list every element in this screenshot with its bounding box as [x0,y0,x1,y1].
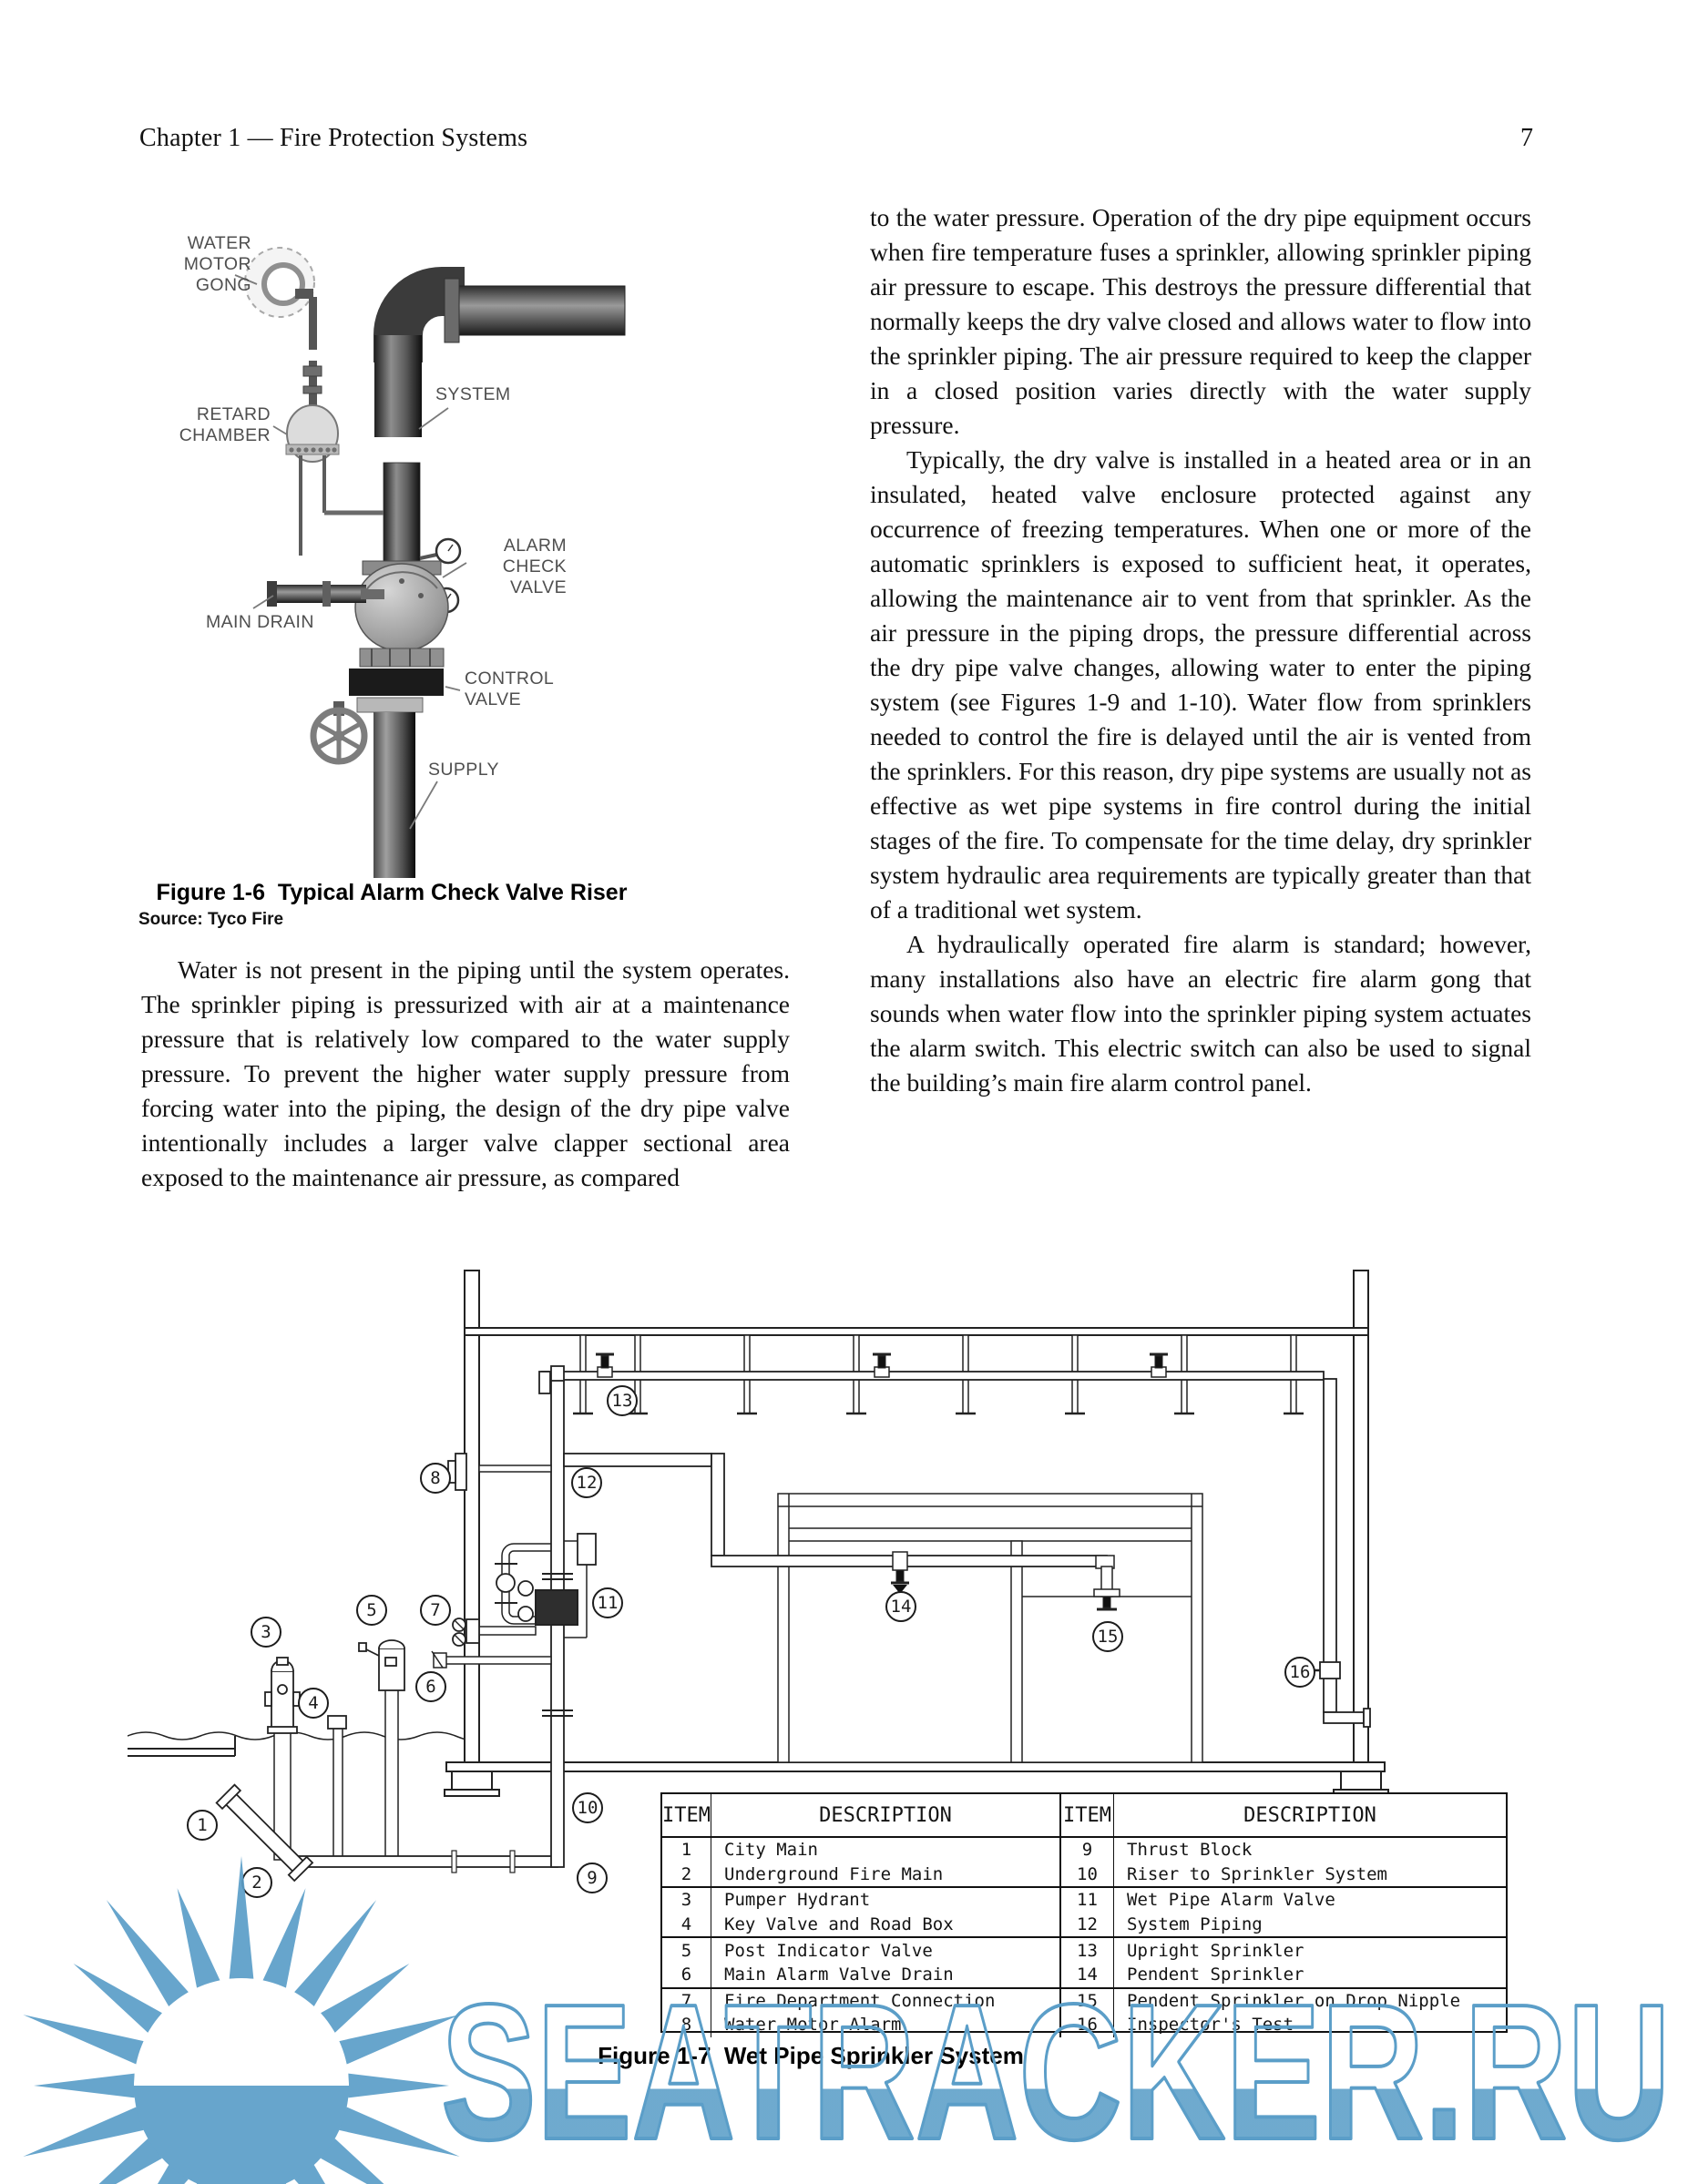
paragraph: Water is not present in the piping until… [141,955,790,1191]
description-cell: Upright Sprinkler [1127,1940,1304,1961]
col-header-item-2: ITEM [1061,1794,1114,1836]
figure-1-6-caption: Figure 1-6 Typical Alarm Check Valve Ris… [156,880,628,905]
item-number-cell: 6 [662,1962,711,1987]
table-header-row: ITEM DESCRIPTION ITEM DESCRIPTION [662,1794,1506,1838]
sun-lower-half [134,2086,349,2184]
description-cell: City Main [711,1838,1061,1863]
callout-2: 2 [241,1867,272,1898]
col-header-item-1: ITEM [662,1794,711,1836]
callout-15: 15 [1092,1621,1123,1652]
paragraph: Typically, the dry valve is installed in… [870,445,1531,924]
label-control-valve: CONTROL VALVE [465,668,555,709]
col-header-description-2: DESCRIPTION [1243,1803,1376,1827]
callout-13: 13 [607,1385,638,1416]
callout-6: 6 [415,1671,446,1702]
description-cell: Wet Pipe Alarm Valve [1127,1890,1335,1911]
paragraph: A hydraulically operated fire alarm is s… [870,930,1531,1097]
chapter-header: Chapter 1 — Fire Protection Systems [139,124,528,152]
item-number-cell: 3 [662,1888,711,1913]
callout-12: 12 [571,1467,602,1498]
description-cell: Pendent Sprinkler [1127,1965,1304,1985]
description-cell: Water Motor Alarm [711,2013,1061,2037]
left-column-text: Water is not present in the piping until… [141,953,790,1195]
label-retard-chamber: RETARD CHAMBER [179,404,271,445]
item-number-cell: 13 [1061,1938,1114,1963]
callout-3: 3 [251,1617,281,1648]
description-cell: Thrust Block [1127,1840,1253,1861]
description-cell: Main Alarm Valve Drain [711,1962,1061,1987]
callout-7: 7 [420,1595,451,1626]
callout-9: 9 [577,1863,608,1893]
callout-10: 10 [572,1792,603,1823]
description-cell: Post Indicator Valve [711,1938,1061,1963]
item-number-cell: 7 [662,1988,711,2014]
callout-5: 5 [356,1595,387,1626]
alarm-check-valve-riser-illustration [234,247,626,878]
item-number-cell: 16 [1061,2013,1114,2037]
item-number-cell: 11 [1061,1888,1114,1913]
paragraph: to the water pressure. Operation of the … [870,203,1531,439]
figure-1-7-caption: Figure 1-7 Wet Pipe Sprinkler System [598,2042,1024,2069]
item-number-cell: 12 [1061,1912,1114,1937]
sun-dome [134,1978,349,2086]
description-cell: Pendent Sprinkler on Drop Nipple [1127,1990,1461,2011]
callout-11: 11 [592,1587,623,1618]
item-number-cell: 14 [1061,1962,1114,1987]
description-cell: Inspector's Test [1127,2015,1294,2036]
callout-1: 1 [187,1810,218,1841]
figure-1-6-alarm-check-valve-riser: WATER MOTOR GONG RETARD CHAMBER SYSTEM A… [128,199,811,882]
description-cell: Underground Fire Main [711,1862,1061,1887]
item-number-cell: 5 [662,1938,711,1963]
figure-1-6-source: Source: Tyco Fire [138,910,284,929]
label-main-drain: MAIN DRAIN [206,612,314,632]
item-number-cell: 1 [662,1838,711,1863]
col-header-description-1: DESCRIPTION [711,1794,1061,1836]
label-system: SYSTEM [435,384,511,404]
right-column-text: to the water pressure. Operation of the … [870,200,1531,1100]
item-number-cell: 8 [662,2013,711,2037]
description-cell: Key Valve and Road Box [711,1912,1061,1937]
description-cell: Pumper Hydrant [711,1888,1061,1913]
page-number: 7 [1520,124,1533,152]
callout-8: 8 [420,1463,451,1494]
item-number-cell: 15 [1061,1988,1114,2014]
item-number-cell: 2 [662,1862,711,1887]
callout-4: 4 [298,1688,329,1719]
description-cell: Fire Department Connection [711,1988,1061,2014]
item-number-cell: 4 [662,1912,711,1937]
wet-pipe-sprinkler-diagram [128,1270,1389,1883]
item-number-cell: 9 [1061,1838,1114,1863]
label-supply: SUPPLY [428,760,499,780]
label-water-motor-gong: WATER MOTOR GONG [183,233,251,295]
label-alarm-check-valve: ALARM CHECK VALVE [502,536,567,597]
item-number-cell: 10 [1061,1862,1114,1887]
callout-16: 16 [1284,1657,1315,1688]
description-cell: Riser to Sprinkler System [1127,1863,1387,1884]
callout-14: 14 [885,1591,916,1622]
description-cell: System Piping [1127,1914,1263,1935]
